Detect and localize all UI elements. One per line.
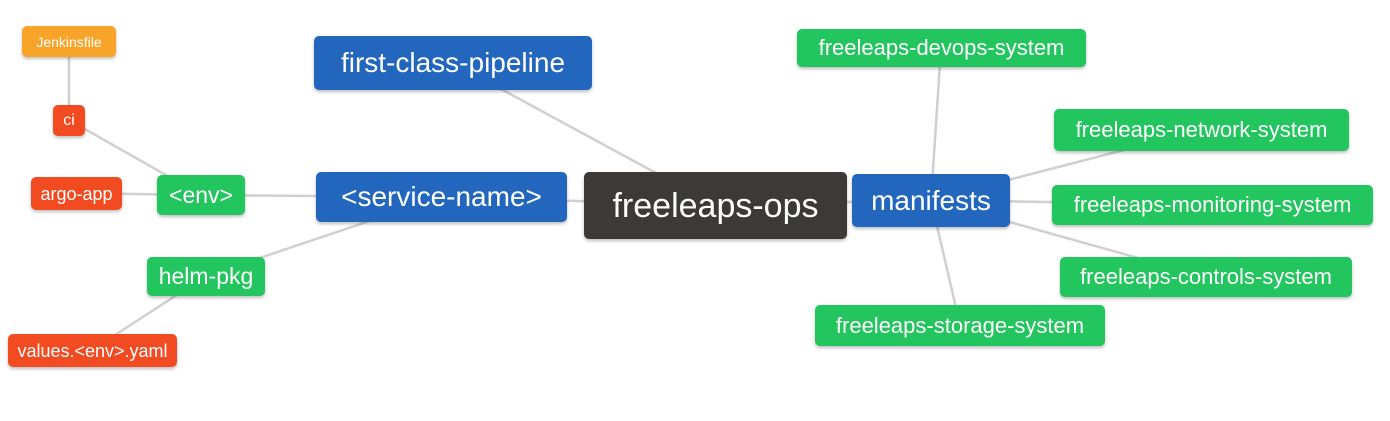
node-freeleaps-controls-system[interactable]: freeleaps-controls-system [1060,257,1352,297]
node-values-env-yaml[interactable]: values.<env>.yaml [8,334,177,367]
node-freeleaps-monitoring-system[interactable]: freeleaps-monitoring-system [1052,185,1373,225]
node-helm-pkg[interactable]: helm-pkg [147,257,265,296]
node-ci[interactable]: ci [53,105,85,136]
node-env[interactable]: <env> [157,175,245,215]
node-freeleaps-network-system[interactable]: freeleaps-network-system [1054,109,1349,151]
node-service-name[interactable]: <service-name> [316,172,567,222]
node-freeleaps-devops-system[interactable]: freeleaps-devops-system [797,29,1086,67]
node-jenkinsfile[interactable]: Jenkinsfile [22,26,116,57]
node-freeleaps-storage-system[interactable]: freeleaps-storage-system [815,305,1105,346]
node-argo-app[interactable]: argo-app [31,177,122,210]
node-manifests[interactable]: manifests [852,174,1010,227]
node-first-class-pipeline[interactable]: first-class-pipeline [314,36,592,90]
node-freeleaps-ops[interactable]: freeleaps-ops [584,172,847,239]
